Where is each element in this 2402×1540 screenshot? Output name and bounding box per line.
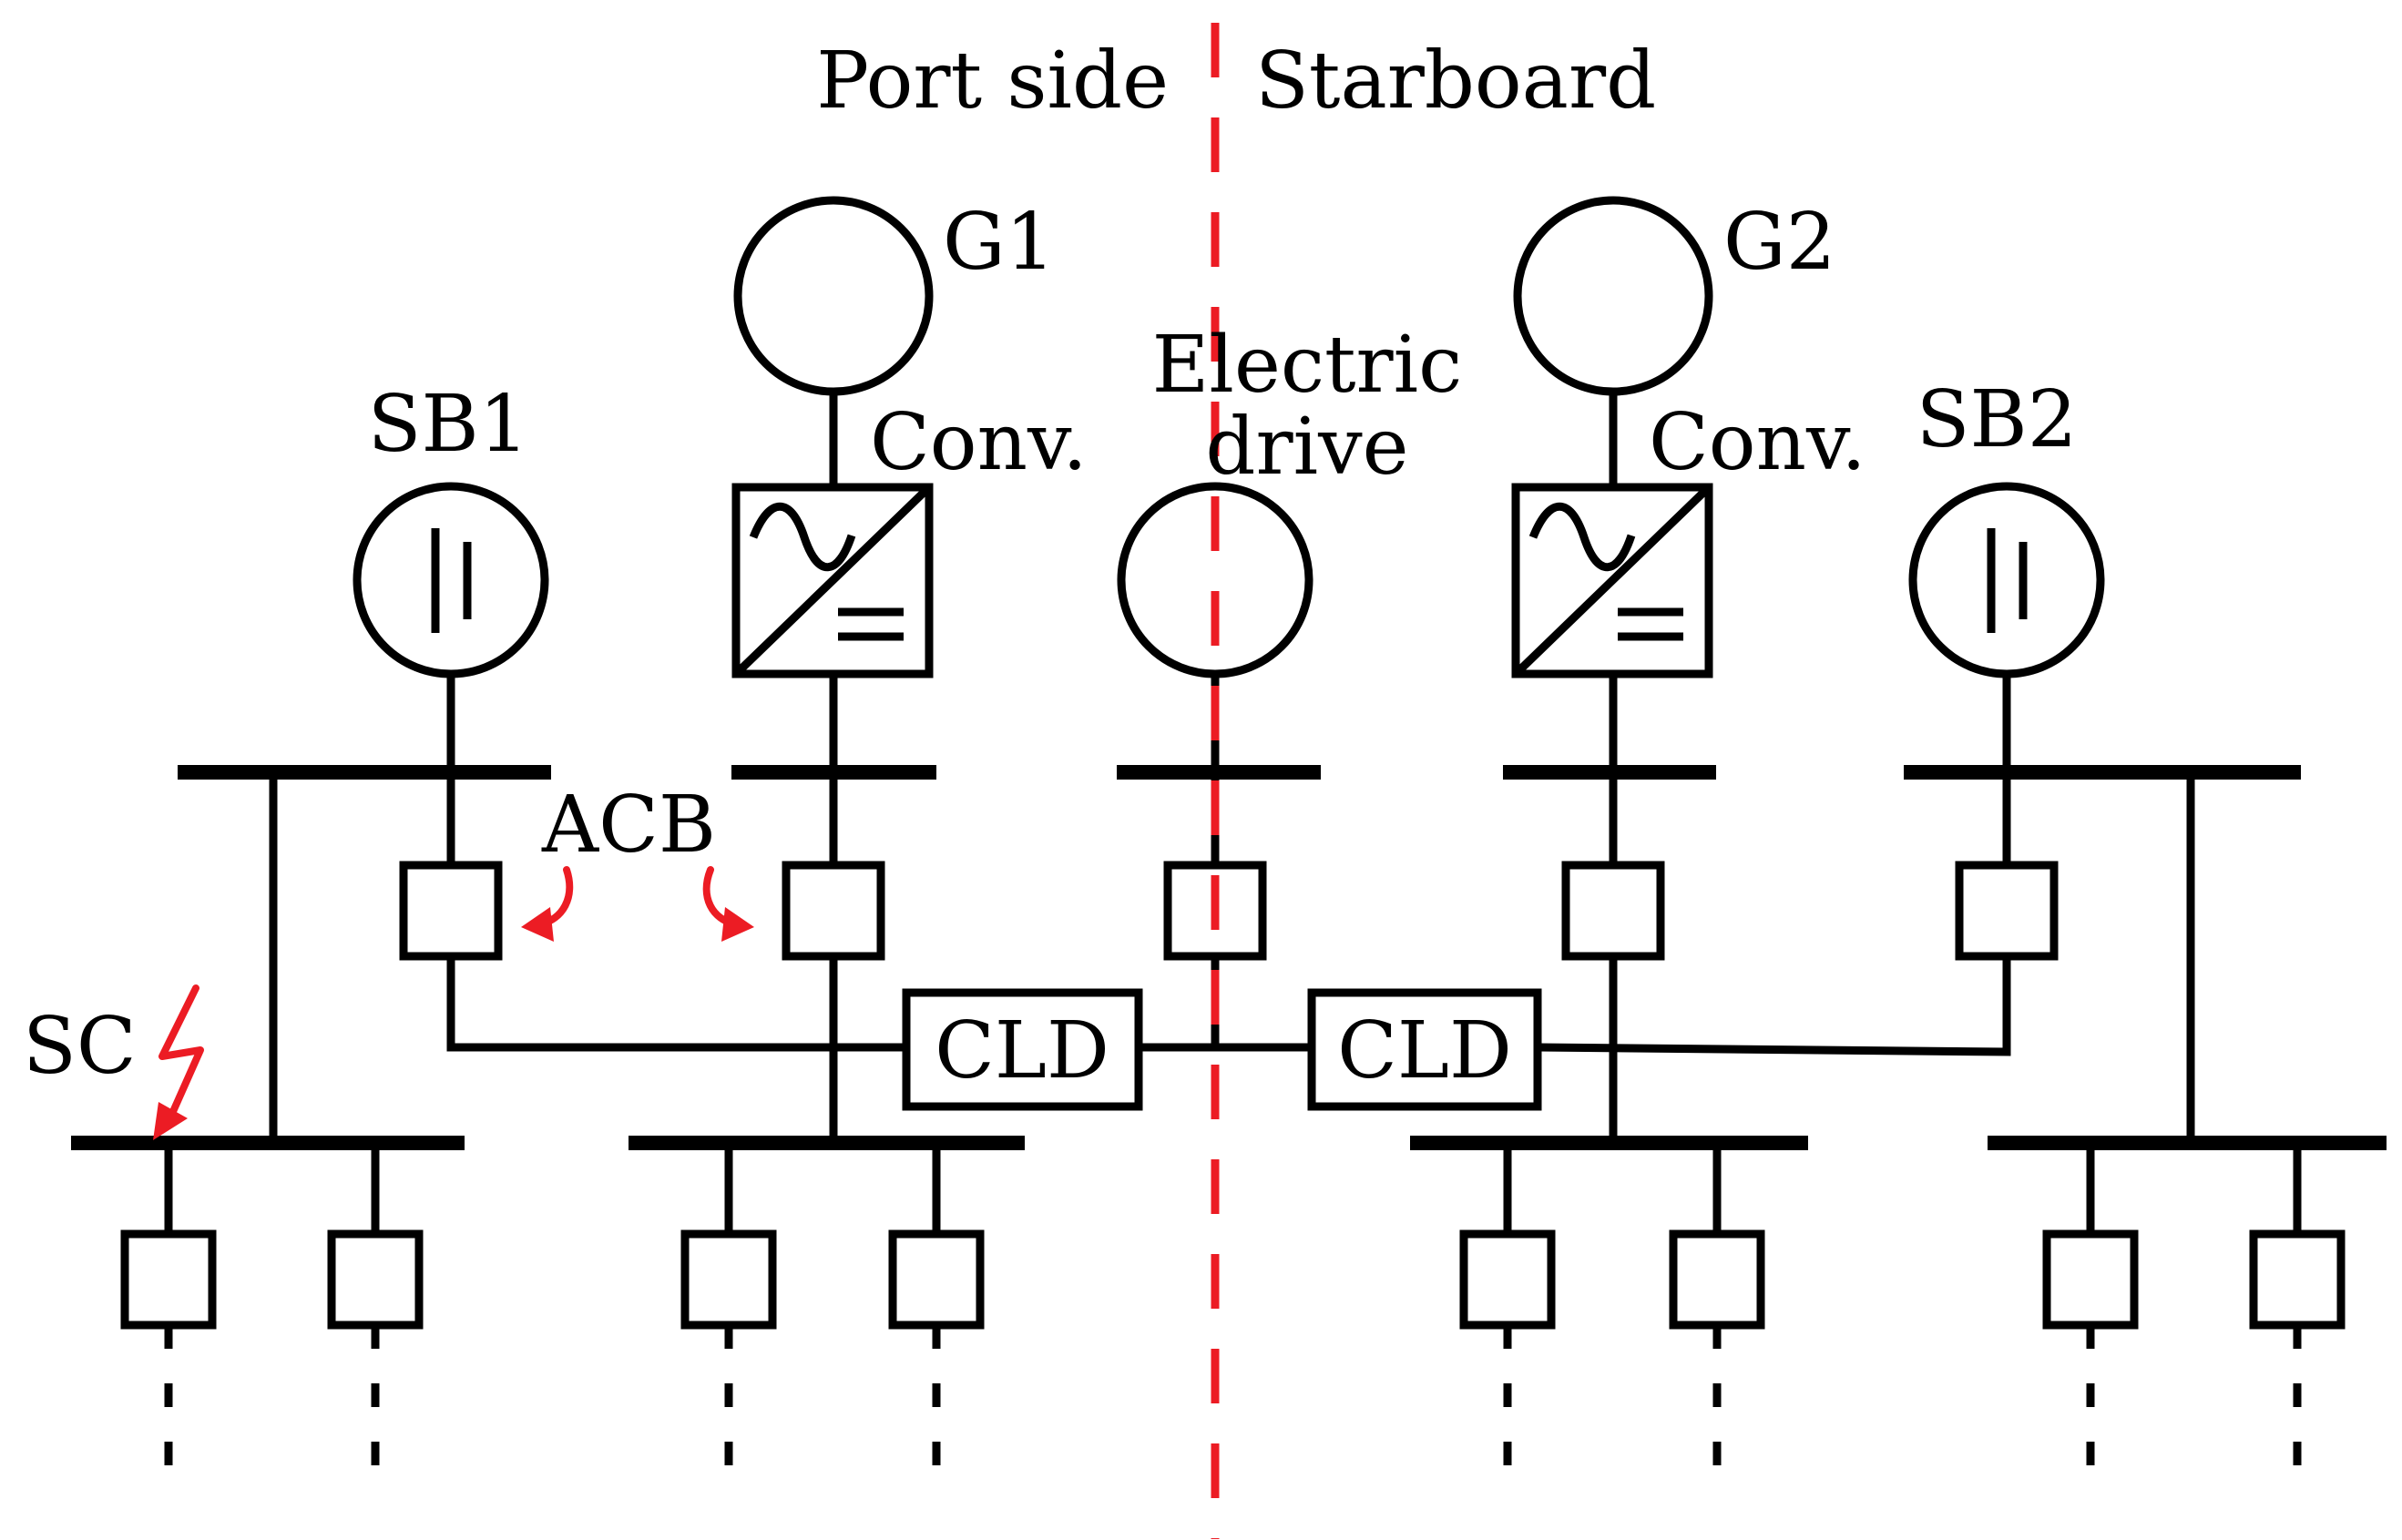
converter-1-label: Conv. [870, 397, 1088, 488]
load-feeder [1669, 1143, 1765, 1475]
load-feeder [120, 1143, 217, 1475]
converter-1-symbol [731, 483, 934, 678]
acb-g1 [782, 861, 885, 961]
electric-drive-label-line1: Electric [1152, 320, 1463, 411]
acb-g2 [1561, 861, 1665, 961]
short-circuit-label: SC [23, 1001, 137, 1092]
generator-g2-symbol [1513, 196, 1713, 396]
load-box [2249, 1229, 2346, 1330]
load-feeders [120, 1143, 2346, 1475]
ac-wave-icon [749, 503, 856, 572]
load-feeder [2249, 1143, 2346, 1475]
load-box [1459, 1229, 1556, 1330]
acb-arrow-right-icon [702, 866, 754, 942]
acb1-lower-wire [446, 956, 906, 1052]
load-feeder [2042, 1143, 2139, 1475]
converter-2-label: Conv. [1649, 397, 1866, 488]
cld-left-label: CLD [935, 1005, 1109, 1096]
port-side-label: Port side [816, 36, 1169, 127]
battery-sb1-symbol [353, 482, 549, 678]
load-box [1669, 1229, 1765, 1330]
short-circuit-lightning-icon [153, 984, 204, 1140]
load-feeder [888, 1143, 985, 1475]
acb-sb2 [1955, 861, 2059, 961]
generator-g1-symbol [733, 196, 934, 396]
load-feeder [680, 1143, 777, 1475]
cld-right-box [1307, 988, 1542, 1111]
starboard-label: Starboard [1255, 36, 1656, 127]
sb2-label: SB2 [1916, 374, 2078, 465]
load-box [888, 1229, 985, 1330]
sb1-label: SB1 [368, 379, 529, 470]
acb-label: ACB [541, 780, 716, 871]
load-box [2042, 1229, 2139, 1330]
g2-label: G2 [1723, 197, 1835, 288]
acb5-lower-wire [1537, 956, 2011, 1056]
load-box [327, 1229, 424, 1330]
load-feeder [1459, 1143, 1556, 1475]
converter-2-symbol [1511, 483, 1713, 678]
ac-wave-icon [1528, 503, 1636, 572]
load-feeder [327, 1143, 424, 1475]
cld-right-label: CLD [1337, 1005, 1512, 1096]
electric-drive-label-line2: drive [1205, 402, 1408, 493]
acb-arrow-left-icon [521, 866, 574, 942]
g1-label: G1 [943, 197, 1055, 288]
load-box [120, 1229, 217, 1330]
acb-drive [1163, 861, 1267, 961]
acb-sb1 [399, 861, 503, 961]
load-box [680, 1229, 777, 1330]
electric-drive-symbol [1117, 482, 1313, 678]
battery-sb2-symbol [1908, 482, 2105, 678]
cld-left-box [902, 988, 1143, 1111]
